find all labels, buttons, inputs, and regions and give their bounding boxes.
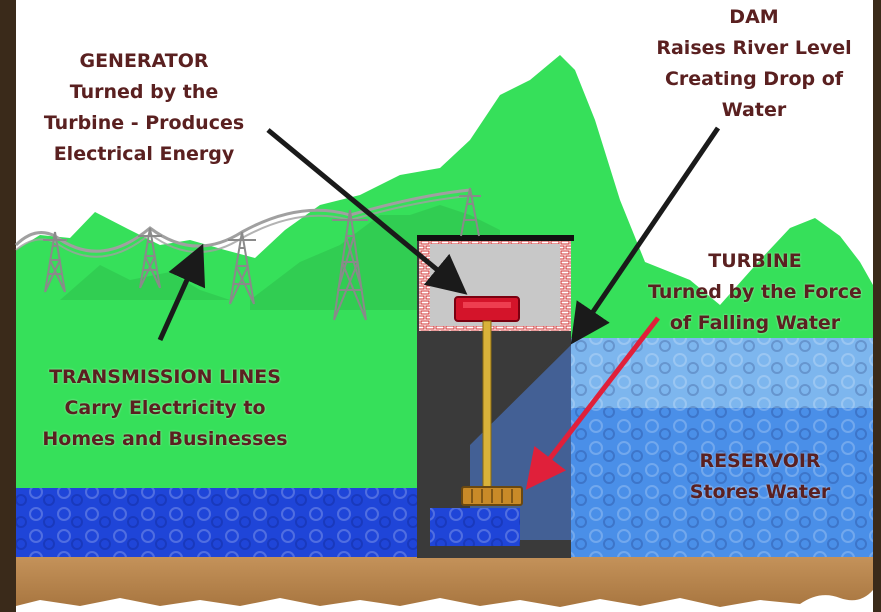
reservoir-label: RESERVOIR Stores Water — [660, 446, 860, 508]
hill-shading-2 — [60, 265, 230, 300]
reservoir-line-1: Stores Water — [689, 481, 831, 503]
reservoir-texture — [568, 338, 873, 558]
dam-roof — [417, 235, 574, 241]
transmission-title: TRANSMISSION LINES — [49, 366, 281, 388]
penstock-wall — [417, 340, 571, 512]
transmission-tower-icon — [43, 187, 481, 321]
turbine-arrow — [525, 316, 660, 490]
turbine-line-1: Turned by the Force — [648, 281, 862, 303]
ground — [16, 557, 873, 607]
dam-line-2: Creating Drop of — [664, 68, 844, 90]
generator-arrow — [266, 128, 468, 295]
generator-icon — [454, 296, 520, 322]
reservoir-title: RESERVOIR — [699, 450, 821, 472]
turbine-shaft — [482, 320, 492, 488]
outlet-channel-texture — [430, 508, 520, 546]
turbine-icon — [461, 486, 523, 506]
generator-title: GENERATOR — [79, 50, 209, 72]
turbine-title: TURBINE — [708, 250, 802, 272]
dam-arrow — [570, 126, 721, 345]
dam-label: DAM Raises River Level Creating Drop of … — [636, 2, 872, 126]
dam-line-1: Raises River Level — [656, 37, 852, 59]
dam — [417, 235, 574, 558]
dam-title: DAM — [729, 6, 779, 28]
generator-line-2: Turbine - Produces — [43, 112, 245, 134]
dam-line-3: Water — [721, 99, 787, 121]
transmission-label: TRANSMISSION LINES Carry Electricity to … — [22, 362, 308, 455]
generator-line-3: Electrical Energy — [53, 143, 235, 165]
turbine-line-2: of Falling Water — [669, 312, 841, 334]
transmission-line-2: Homes and Businesses — [42, 428, 288, 450]
generator-label: GENERATOR Turned by the Turbine - Produc… — [28, 46, 260, 170]
generator-line-1: Turned by the — [69, 81, 219, 103]
turbine-label: TURBINE Turned by the Force of Falling W… — [636, 246, 874, 339]
transmission-arrow — [157, 243, 206, 342]
photo-border-left — [0, 0, 16, 612]
photo-border-right — [873, 0, 881, 612]
transmission-line-1: Carry Electricity to — [64, 397, 266, 419]
